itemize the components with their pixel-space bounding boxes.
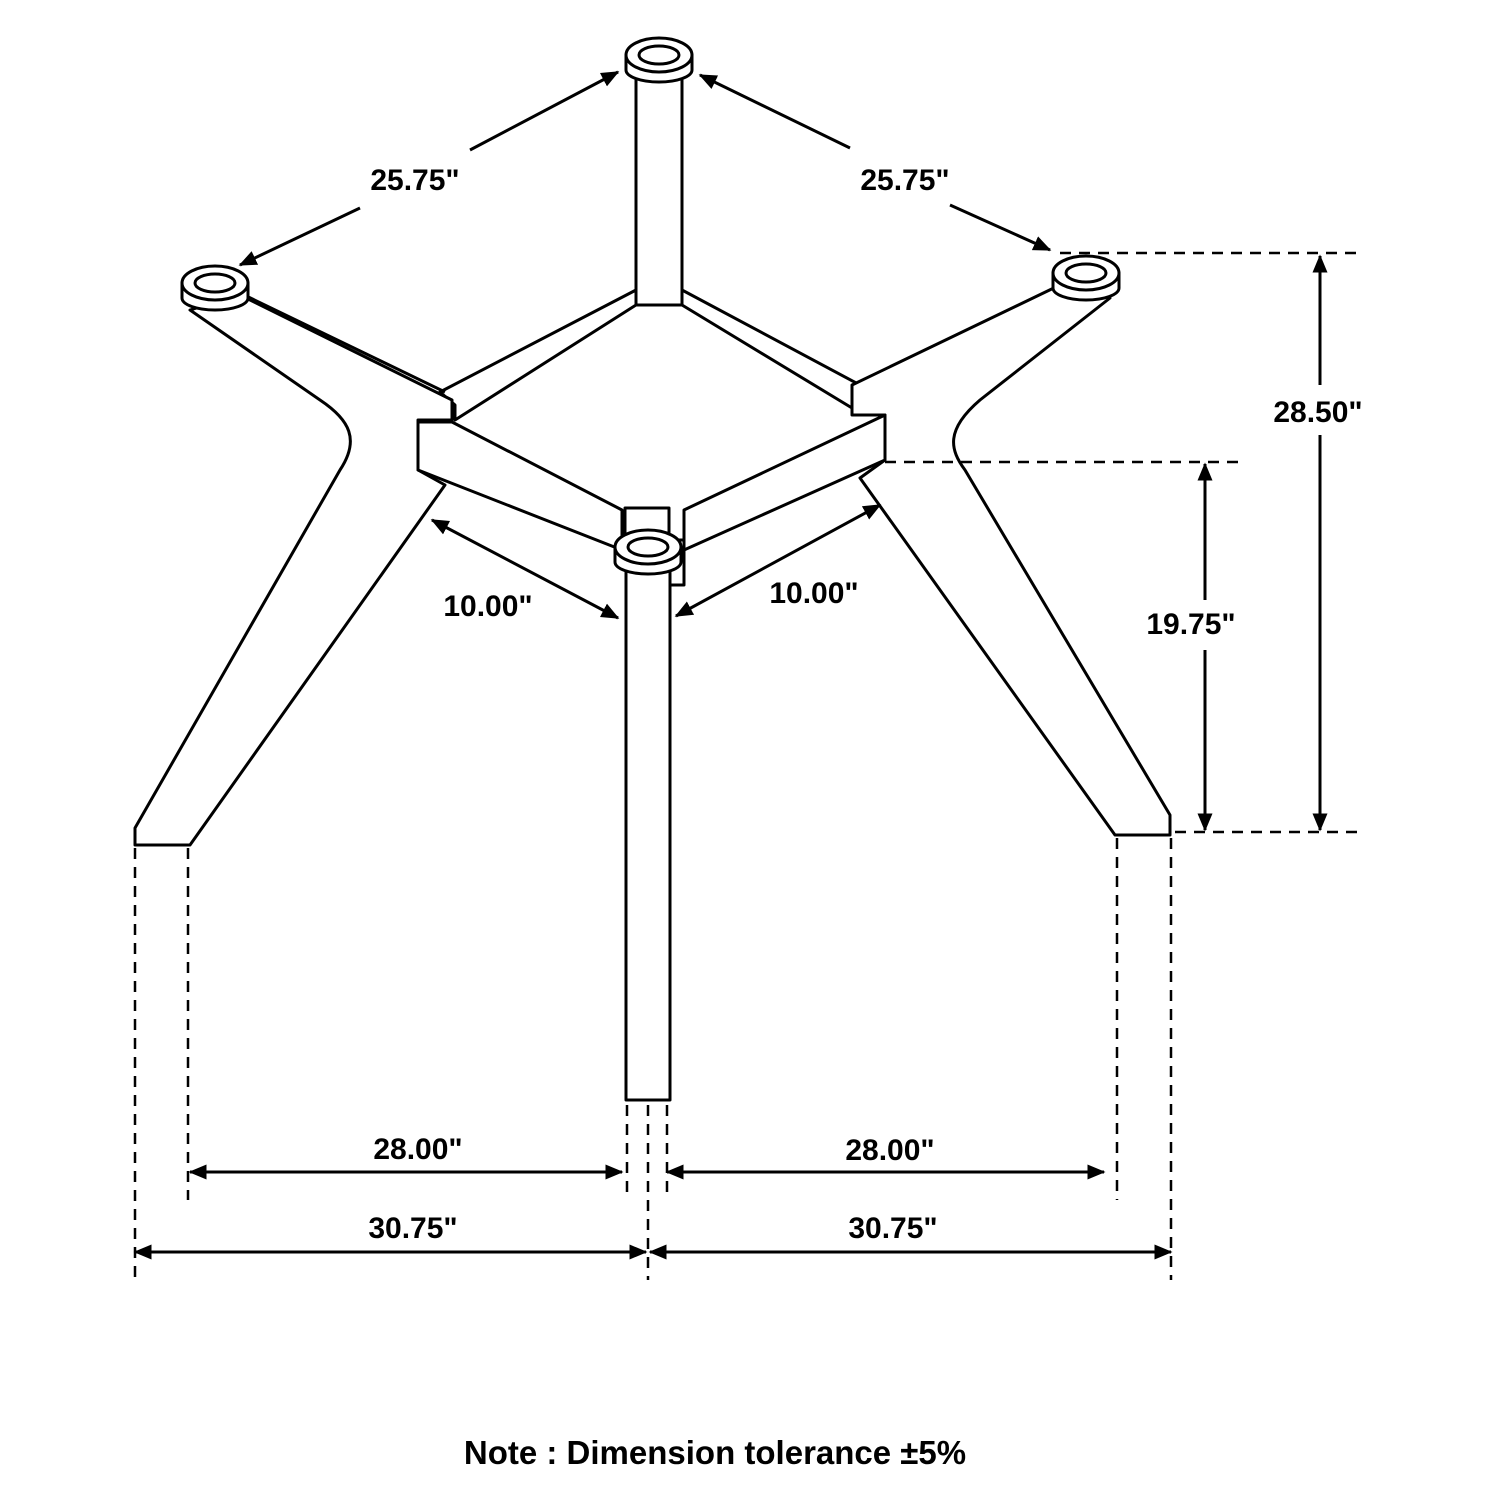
left-leg: [133, 293, 454, 847]
table-base: [133, 36, 1172, 1102]
dim-label-frame-left: 10.00": [443, 590, 532, 623]
front-right-apron: [682, 413, 887, 552]
front-post: [624, 543, 672, 1102]
dim-label-inner-right: 28.00": [845, 1134, 934, 1167]
left-leg-edge: [237, 290, 446, 394]
front-left-apron: [416, 420, 624, 552]
dim-label-inner-left: 28.00": [373, 1133, 462, 1166]
dim-label-outer-left: 30.75": [368, 1212, 457, 1245]
glass-pad-back: [624, 36, 694, 84]
back-post: [634, 73, 684, 307]
back-right-rail: [680, 288, 862, 410]
dim-label-top-right: 25.75": [860, 164, 949, 197]
dim-label-outer-right: 30.75": [848, 1212, 937, 1245]
dimension-arrows: [133, 70, 1328, 1260]
glass-pad-right: [1051, 254, 1121, 302]
dim-label-frame-height: 19.75": [1146, 608, 1235, 641]
right-leg: [850, 283, 1172, 837]
dim-label-overall-height: 28.50": [1273, 396, 1362, 429]
dim-label-frame-right: 10.00": [769, 577, 858, 610]
glass-pad-front: [613, 528, 683, 576]
tolerance-note: Note : Dimension tolerance ±5%: [464, 1434, 966, 1471]
extension-lines: [133, 251, 1360, 1280]
dim-label-top-left: 25.75": [370, 164, 459, 197]
back-left-rail: [438, 288, 638, 422]
glass-pad-left: [180, 264, 250, 312]
